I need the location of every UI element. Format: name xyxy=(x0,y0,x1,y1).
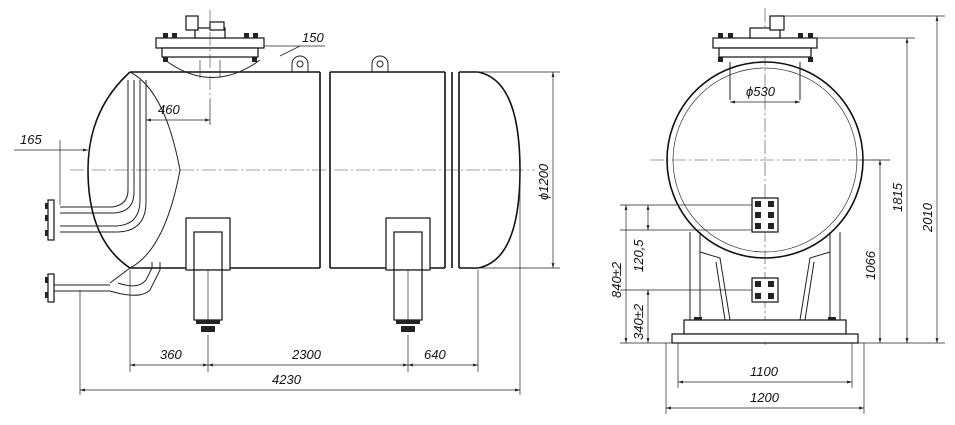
dim-label-1815: 1815 xyxy=(890,182,905,212)
vessel-shell xyxy=(70,71,535,269)
end-flange xyxy=(712,15,818,100)
dim-label-840: 840±2 xyxy=(609,261,624,298)
internal-pipes xyxy=(60,80,147,233)
end-saddle xyxy=(671,232,859,344)
lower-nozzle-group xyxy=(751,277,779,303)
nozzle-lower-left xyxy=(45,273,110,303)
dim-label-640: 640 xyxy=(424,347,446,362)
nozzle-upper-left xyxy=(45,199,55,241)
dim-saddle-chain: 360 2300 640 xyxy=(129,270,479,372)
side-view: 150 460 165 ϕ1200 xyxy=(14,10,560,395)
dim-label-150: 150 xyxy=(302,30,324,45)
dim-label-diameter: ϕ1200 xyxy=(536,163,551,200)
upper-nozzle-group xyxy=(751,197,779,233)
dim-label-120: 120,5 xyxy=(631,239,646,272)
dim-label-1066: 1066 xyxy=(863,250,878,280)
dim-label-1200: 1200 xyxy=(750,390,780,405)
dim-inner-pipe: 460 xyxy=(146,100,211,125)
bottom-outlet-pipe xyxy=(109,262,161,296)
dim-right-heights: 1066 1815 2010 xyxy=(784,15,945,344)
dim-label-1100: 1100 xyxy=(750,364,779,379)
dim-flange-offset: 150 xyxy=(264,30,325,57)
dim-label-4230: 4230 xyxy=(272,372,302,387)
dim-label-360: 360 xyxy=(160,347,182,362)
saddle-right xyxy=(385,217,431,332)
dim-diameter: ϕ1200 xyxy=(478,71,560,269)
dim-label-460: 460 xyxy=(158,102,180,117)
dim-label-340: 340±2 xyxy=(631,303,646,340)
dim-nozzle: 165 xyxy=(14,132,88,205)
end-view: ϕ530 xyxy=(609,8,945,414)
dim-overall-length: 4230 xyxy=(79,170,521,395)
dim-vertical-chain: 840±2 120,5 340±2 xyxy=(609,204,752,344)
lifting-lug-left xyxy=(291,55,309,72)
lifting-lug-right xyxy=(371,55,389,72)
dim-label-530: ϕ530 xyxy=(746,84,776,99)
manhole-flange xyxy=(155,10,265,100)
dim-label-2300: 2300 xyxy=(291,347,322,362)
dim-hatch-diameter: ϕ530 xyxy=(730,84,800,104)
saddle-left xyxy=(185,217,231,332)
dim-bottom-widths: 1100 1200 xyxy=(665,343,865,414)
dim-label-2010: 2010 xyxy=(920,202,935,233)
dim-label-165: 165 xyxy=(20,132,42,147)
